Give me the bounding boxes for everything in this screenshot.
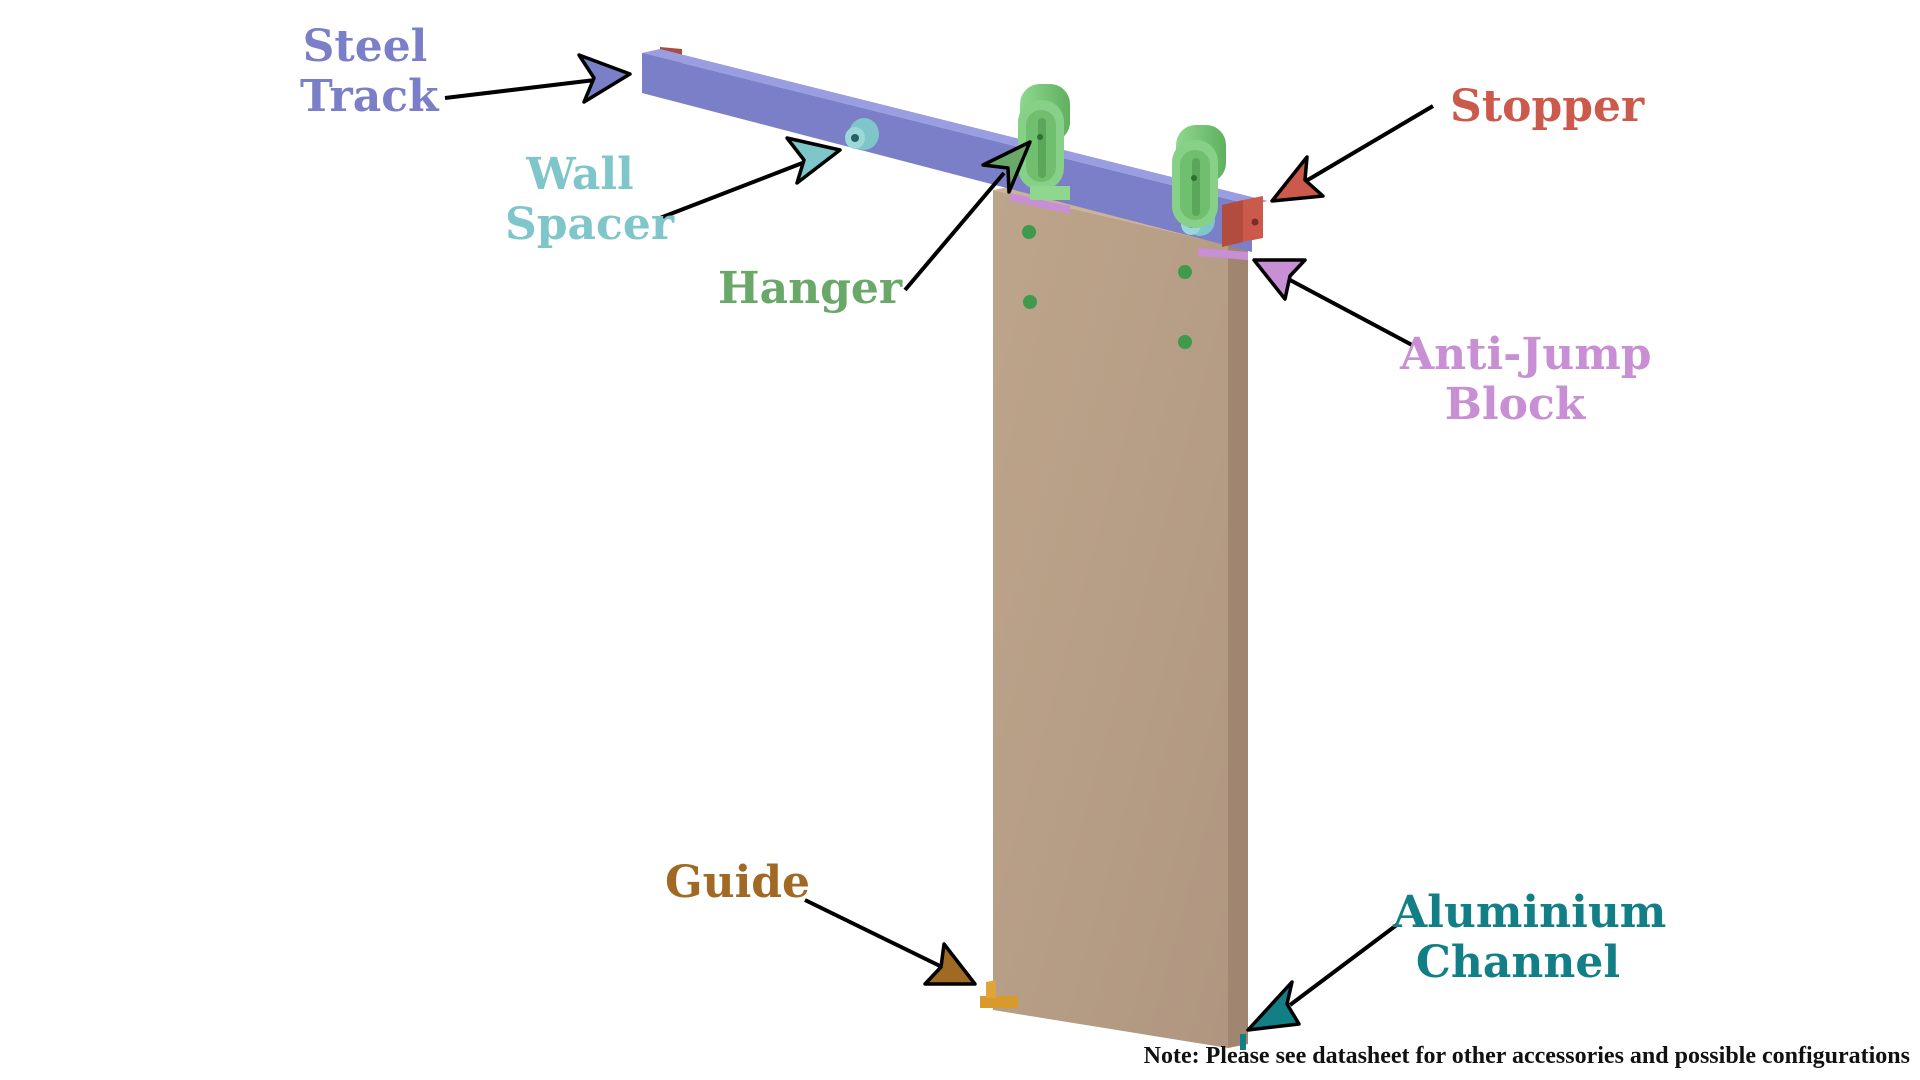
bolt [1022,225,1036,239]
label-line: Wall [526,149,634,200]
guide [980,980,1018,1008]
steel-track [642,49,1268,252]
aluminium-channel [1240,1034,1246,1050]
track-top [642,49,1268,205]
wall-spacer [845,118,879,150]
arrow-hanger [903,140,1032,292]
track-front [642,53,1252,252]
callout-arrows [444,53,1435,1032]
arrow-guide [804,898,977,986]
bolt [1178,265,1192,279]
door-bolts [1022,225,1192,349]
label-line: Aluminium [1393,887,1667,938]
stopper-front [1222,196,1263,247]
label-line: Track [300,71,439,122]
label-stopper: Stopper [1450,81,1645,132]
hanger-right [1172,125,1226,228]
bolt [1178,335,1192,349]
arrow-stopper [1270,104,1435,203]
arrow-steel-track [444,53,632,104]
door-side [1228,245,1248,1048]
label-line: Steel [302,21,428,72]
label-line: Block [1444,379,1586,430]
label-line: Anti-Jump [1400,329,1652,380]
arrow-anti-jump [1252,258,1413,347]
label-steel-track: Steel Track [300,21,439,122]
door-panel [993,186,1248,1048]
footnote: Note: Please see datasheet for other acc… [1143,1043,1910,1069]
anti-jump-block [1010,193,1070,214]
label-line: Channel [1415,937,1621,988]
bolt [1023,295,1037,309]
label-hanger: Hanger [718,263,903,314]
label-guide: Guide [665,857,811,908]
anti-jump-block [1198,248,1248,260]
label-line: Spacer [505,199,675,250]
label-anti-jump-block: Anti-Jump Block [1400,329,1652,430]
arrow-aluminium-channel [1246,922,1400,1032]
door-front [993,190,1228,1048]
anti-jump-blocks [1010,193,1248,260]
hangers [1018,84,1226,228]
arrow-wall-spacer [659,136,842,220]
label-wall-spacer: Wall Spacer [505,149,675,250]
hanger-left [1018,84,1070,200]
label-aluminium-channel: Aluminium Channel [1393,887,1667,988]
